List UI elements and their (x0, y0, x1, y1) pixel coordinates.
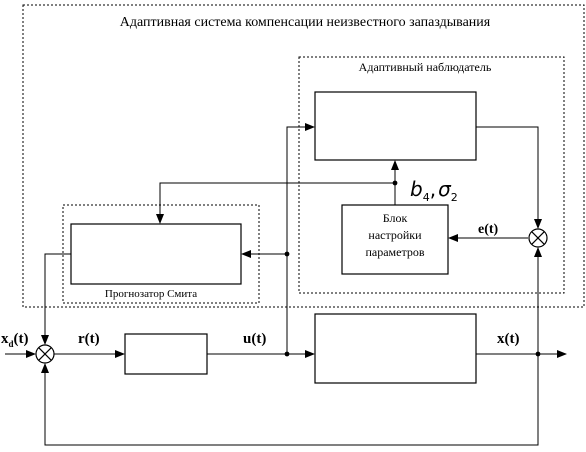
x-label: x(t) (497, 331, 520, 347)
junction-dot-u (284, 351, 290, 357)
system-title: Адаптивная система компенсации неизвестн… (120, 15, 491, 30)
adaptive-system-frame (22, 4, 585, 308)
smith-label: Прогнозатор Смита (105, 288, 197, 300)
tuning-line-1: Блок (383, 211, 408, 225)
observer-model-block (314, 91, 477, 161)
parameter-tuning-block (341, 204, 449, 275)
junction-dot-smith (284, 251, 290, 257)
xd-label: xd(t) (1, 331, 29, 349)
main-feedback-line (41, 354, 539, 446)
smith-predictor-block (70, 223, 242, 285)
plant-block (314, 313, 477, 384)
junction-dot-params (392, 180, 398, 186)
u-to-observer-line (286, 123, 315, 354)
params-to-smith-line (156, 182, 395, 224)
u-label: u(t) (243, 331, 266, 347)
tuning-line-3: параметров (365, 245, 424, 259)
params-label: b4,σ2 (410, 177, 458, 204)
controller-block (124, 333, 208, 375)
observer-to-error-line (476, 126, 542, 229)
tuning-line-2: настройки (368, 228, 422, 242)
r-label: r(t) (78, 331, 100, 347)
observer-label: Адаптивный наблюдатель (359, 60, 492, 74)
sum-junction-input (35, 344, 55, 364)
sum-junction-error (528, 228, 548, 248)
smith-to-sum-line (41, 253, 71, 345)
adaptive-observer-frame (298, 56, 565, 294)
junction-dot-x (535, 351, 541, 357)
e-label: e(t) (478, 222, 499, 237)
